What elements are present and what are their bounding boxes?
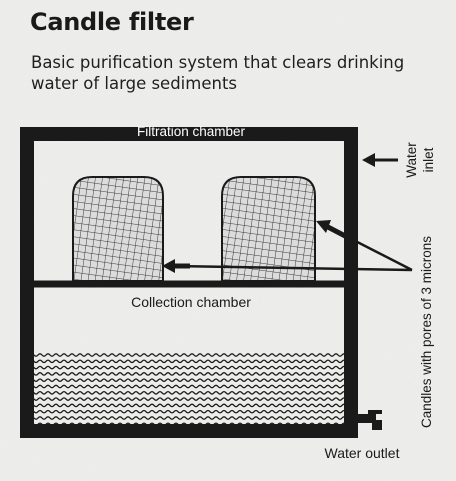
water-wave-line	[29, 416, 351, 420]
water-wave-line	[29, 378, 351, 383]
water-wave-line	[29, 365, 351, 370]
water-inlet-label-line1: Water	[404, 142, 419, 178]
water-inlet-label-line2: inlet	[421, 147, 436, 172]
water-wave-line	[29, 397, 351, 401]
water-wave-line	[29, 409, 351, 414]
candles-pointer-lines	[162, 220, 413, 273]
water-wave-line	[29, 384, 351, 389]
candles-label-group: Candles with pores of 3 microns	[419, 236, 434, 428]
candle-right	[221, 176, 316, 282]
candles-label: Candles with pores of 3 microns	[419, 236, 434, 428]
filter-container	[20, 127, 358, 438]
filtration-chamber-label: Filtration chamber	[137, 124, 246, 139]
water-inlet-label: Water inlet	[404, 142, 436, 178]
water-outlet-label: Water outlet	[325, 445, 400, 461]
water-wave-line	[29, 353, 351, 357]
water-wave-line	[29, 372, 351, 376]
diagram-subtitle: Basic purification system that clears dr…	[31, 53, 405, 93]
water-inlet-arrow	[362, 153, 398, 167]
water-wave-line	[29, 422, 351, 427]
collected-water	[29, 353, 351, 427]
collection-chamber-label: Collection chamber	[131, 294, 251, 310]
candle-left	[72, 176, 164, 282]
water-wave-line	[29, 359, 351, 364]
water-wave-line	[29, 403, 351, 408]
water-wave-line	[29, 390, 351, 395]
diagram-title: Candle filter	[30, 8, 194, 36]
water-outlet-tap-icon	[356, 410, 382, 430]
